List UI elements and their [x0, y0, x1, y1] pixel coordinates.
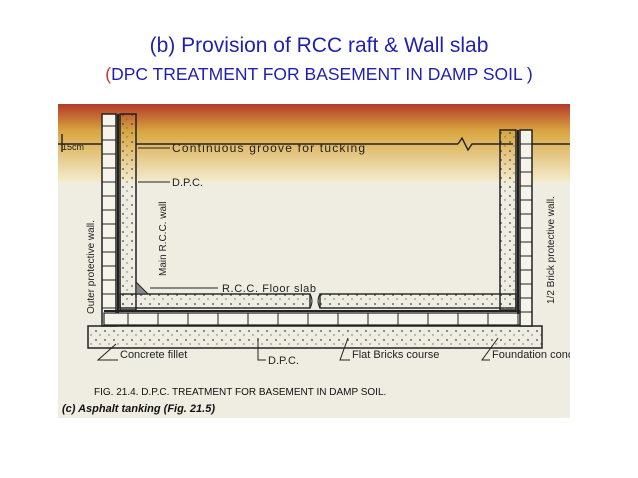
- half-brick-protective-wall: [519, 129, 570, 327]
- slide-subtitle: (DPC TREATMENT FOR BASEMENT IN DAMP SOIL…: [0, 64, 638, 85]
- figure-subcaption: (c) Asphalt tanking (Fig. 21.5): [62, 403, 215, 415]
- subtitle-text: DPC TREATMENT FOR BASEMENT IN DAMP SOIL …: [111, 64, 533, 84]
- concrete-fillet-label: Concrete fillet: [120, 349, 187, 361]
- dpc-bottom-label: D.P.C.: [268, 355, 299, 367]
- foundation-concrete: [87, 325, 543, 349]
- concrete-fillet: [135, 280, 150, 295]
- groove-label: Continuous groove for tucking: [172, 141, 366, 155]
- outer-protective-wall: [101, 113, 117, 327]
- foundation-concrete-label: Foundation concrete: [492, 349, 570, 361]
- dpc-diagram-scan: 15cm Continuous groove for tucking D.P.C…: [58, 104, 592, 423]
- floor-slab-label: R.C.C. Floor slab: [222, 283, 317, 295]
- main-rcc-wall-left: [117, 113, 137, 314]
- dpc-top-label: D.P.C.: [172, 177, 203, 189]
- main-rcc-wall-right: [499, 129, 519, 314]
- flat-bricks-course: [103, 312, 529, 326]
- subtitle-paren: (: [105, 64, 112, 84]
- flat-bricks-label: Flat Bricks course: [352, 349, 439, 361]
- slide-title: (b) Provision of RCC raft & Wall slab: [149, 34, 489, 57]
- brick-protective-wall-label: 1/2 Brick protective wall.: [546, 196, 557, 304]
- main-rcc-wall-label: Main R.C.C. wall: [158, 202, 169, 276]
- figure-caption: FIG. 21.4. D.P.C. TREATMENT FOR BASEMENT…: [94, 387, 386, 398]
- rcc-floor-slab: [119, 293, 517, 309]
- dim-15cm-label: 15cm: [62, 142, 84, 152]
- outer-protective-wall-label: Outer protective wall.: [86, 220, 97, 314]
